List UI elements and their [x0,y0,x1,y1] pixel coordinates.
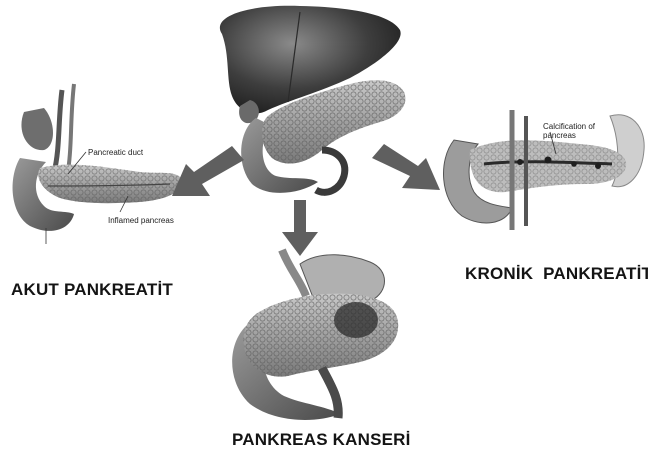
pancreatic-cancer-illustration [232,250,398,420]
center-liver-pancreas [220,6,406,193]
arrow-to-cancer [282,200,318,256]
arrow-to-acute [172,146,244,196]
arrow-to-chronic [372,144,440,190]
tumor [334,302,378,338]
gallbladder-left [21,108,53,150]
inflamed-pancreas-label: Inflamed pancreas [108,216,174,225]
calcification-label: Calcification of pancreas [543,122,613,140]
chronic-pancreatitis-caption: KRONİK PANKREATİT [465,264,648,284]
pancreatic-cancer-caption: PANKREAS KANSERİ [232,430,411,450]
acute-pancreatitis-caption: AKUT PANKREATİT [11,280,173,300]
pancreatic-duct-label: Pancreatic duct [88,148,143,157]
